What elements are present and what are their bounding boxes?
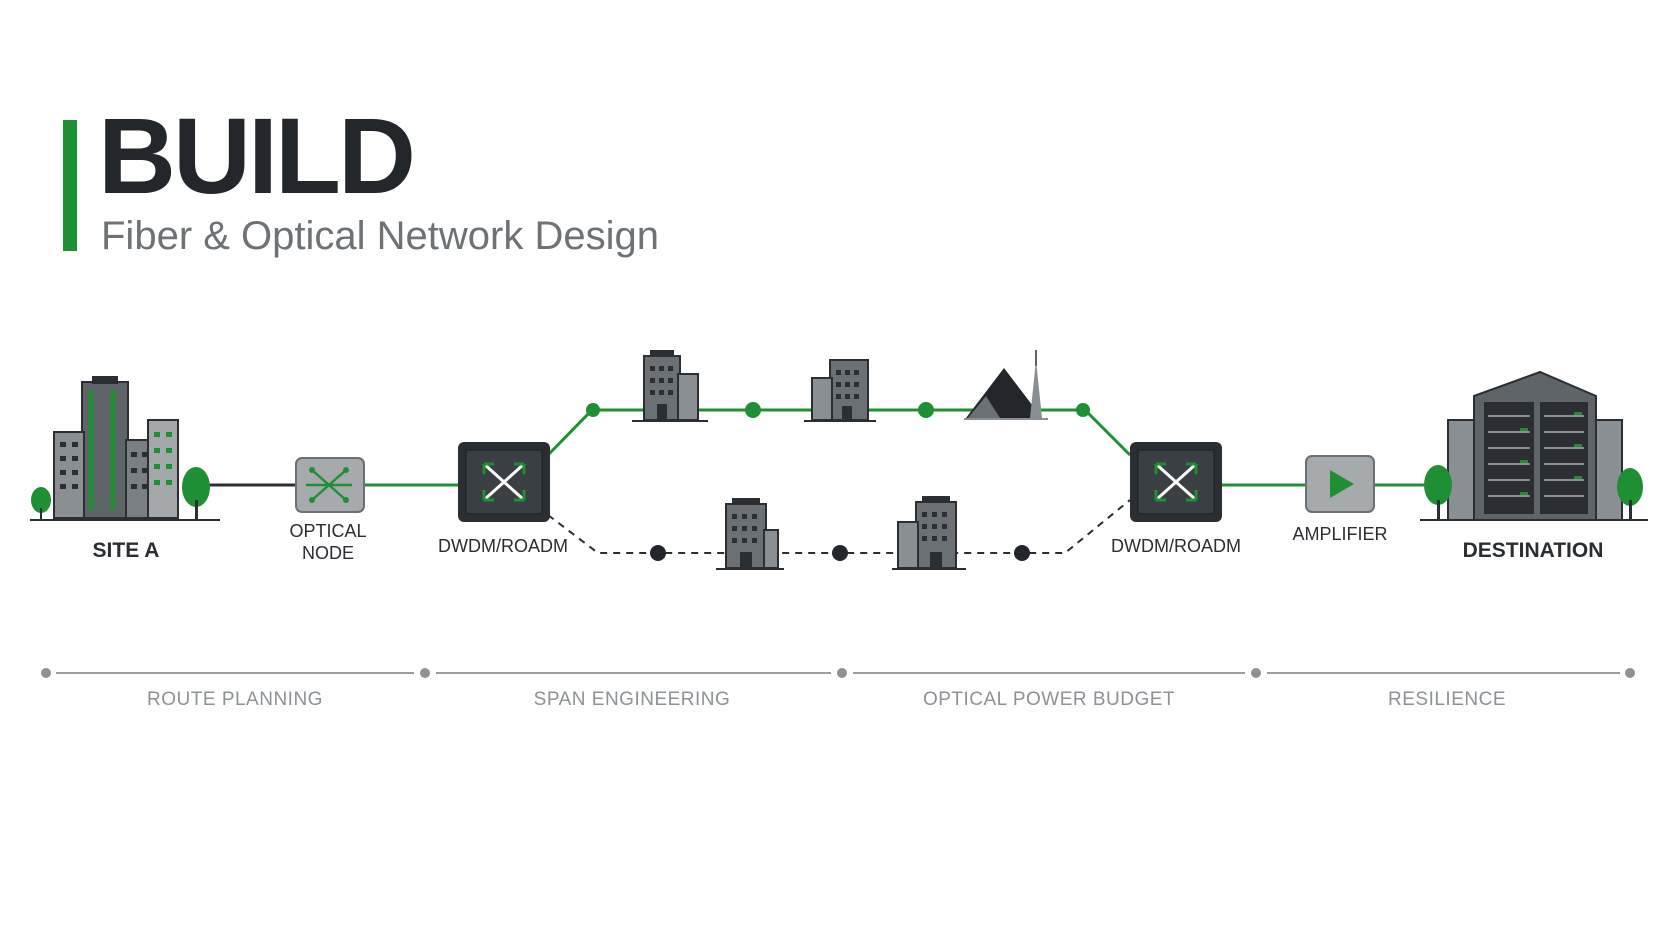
splice-point bbox=[745, 402, 761, 418]
optical-node-label-line1: OPTICAL bbox=[289, 521, 367, 541]
phase-label-optical-power-budget: OPTICAL POWER BUDGET bbox=[922, 689, 1176, 710]
optical-node-label: OPTICAL NODE bbox=[289, 521, 366, 564]
page-subtitle: Fiber & Optical Network Design bbox=[101, 214, 659, 258]
destination-label: DESTINATION bbox=[1462, 539, 1604, 562]
splice-point bbox=[650, 545, 666, 561]
splice-point bbox=[918, 402, 934, 418]
amplifier-play-icon bbox=[1305, 455, 1375, 513]
backup-route-line bbox=[547, 499, 1131, 554]
splice-point bbox=[1076, 403, 1090, 417]
timeline-dot bbox=[1251, 668, 1261, 678]
city-buildings-icon bbox=[31, 376, 210, 520]
building-icon bbox=[632, 350, 708, 422]
amplifier-label: AMPLIFIER bbox=[1292, 524, 1388, 544]
site-a-label: SITE A bbox=[92, 539, 160, 562]
building-icon bbox=[892, 496, 966, 570]
splice-point bbox=[586, 403, 600, 417]
data-center-icon bbox=[1424, 370, 1643, 521]
timeline-dot bbox=[420, 668, 430, 678]
protection-fiber-path bbox=[547, 499, 1131, 554]
mountain-tower-icon bbox=[964, 350, 1048, 420]
roadm-right-label: DWDM/ROADM bbox=[1111, 536, 1241, 556]
phase-label-resilience: RESILIENCE bbox=[1388, 689, 1506, 710]
roadm-crossconnect-icon bbox=[458, 442, 550, 522]
building-icon bbox=[716, 498, 784, 570]
roadm-crossconnect-icon bbox=[1130, 442, 1222, 522]
title-accent-bar bbox=[63, 120, 77, 251]
timeline-dot bbox=[1625, 668, 1635, 678]
phase-label-span-engineering: SPAN ENGINEERING bbox=[533, 689, 731, 710]
timeline-dot bbox=[41, 668, 51, 678]
phase-label-route-planning: ROUTE PLANNING bbox=[147, 689, 323, 710]
splice-point bbox=[1014, 545, 1030, 561]
timeline-dot bbox=[837, 668, 847, 678]
phase-timeline bbox=[41, 668, 1635, 678]
optical-node-label-line2: NODE bbox=[301, 542, 354, 563]
building-icon bbox=[804, 359, 876, 422]
optical-splitter-icon bbox=[295, 457, 365, 513]
splice-point bbox=[832, 545, 848, 561]
roadm-left-label: DWDM/ROADM bbox=[438, 536, 568, 556]
page-title: BUILD bbox=[98, 95, 416, 216]
